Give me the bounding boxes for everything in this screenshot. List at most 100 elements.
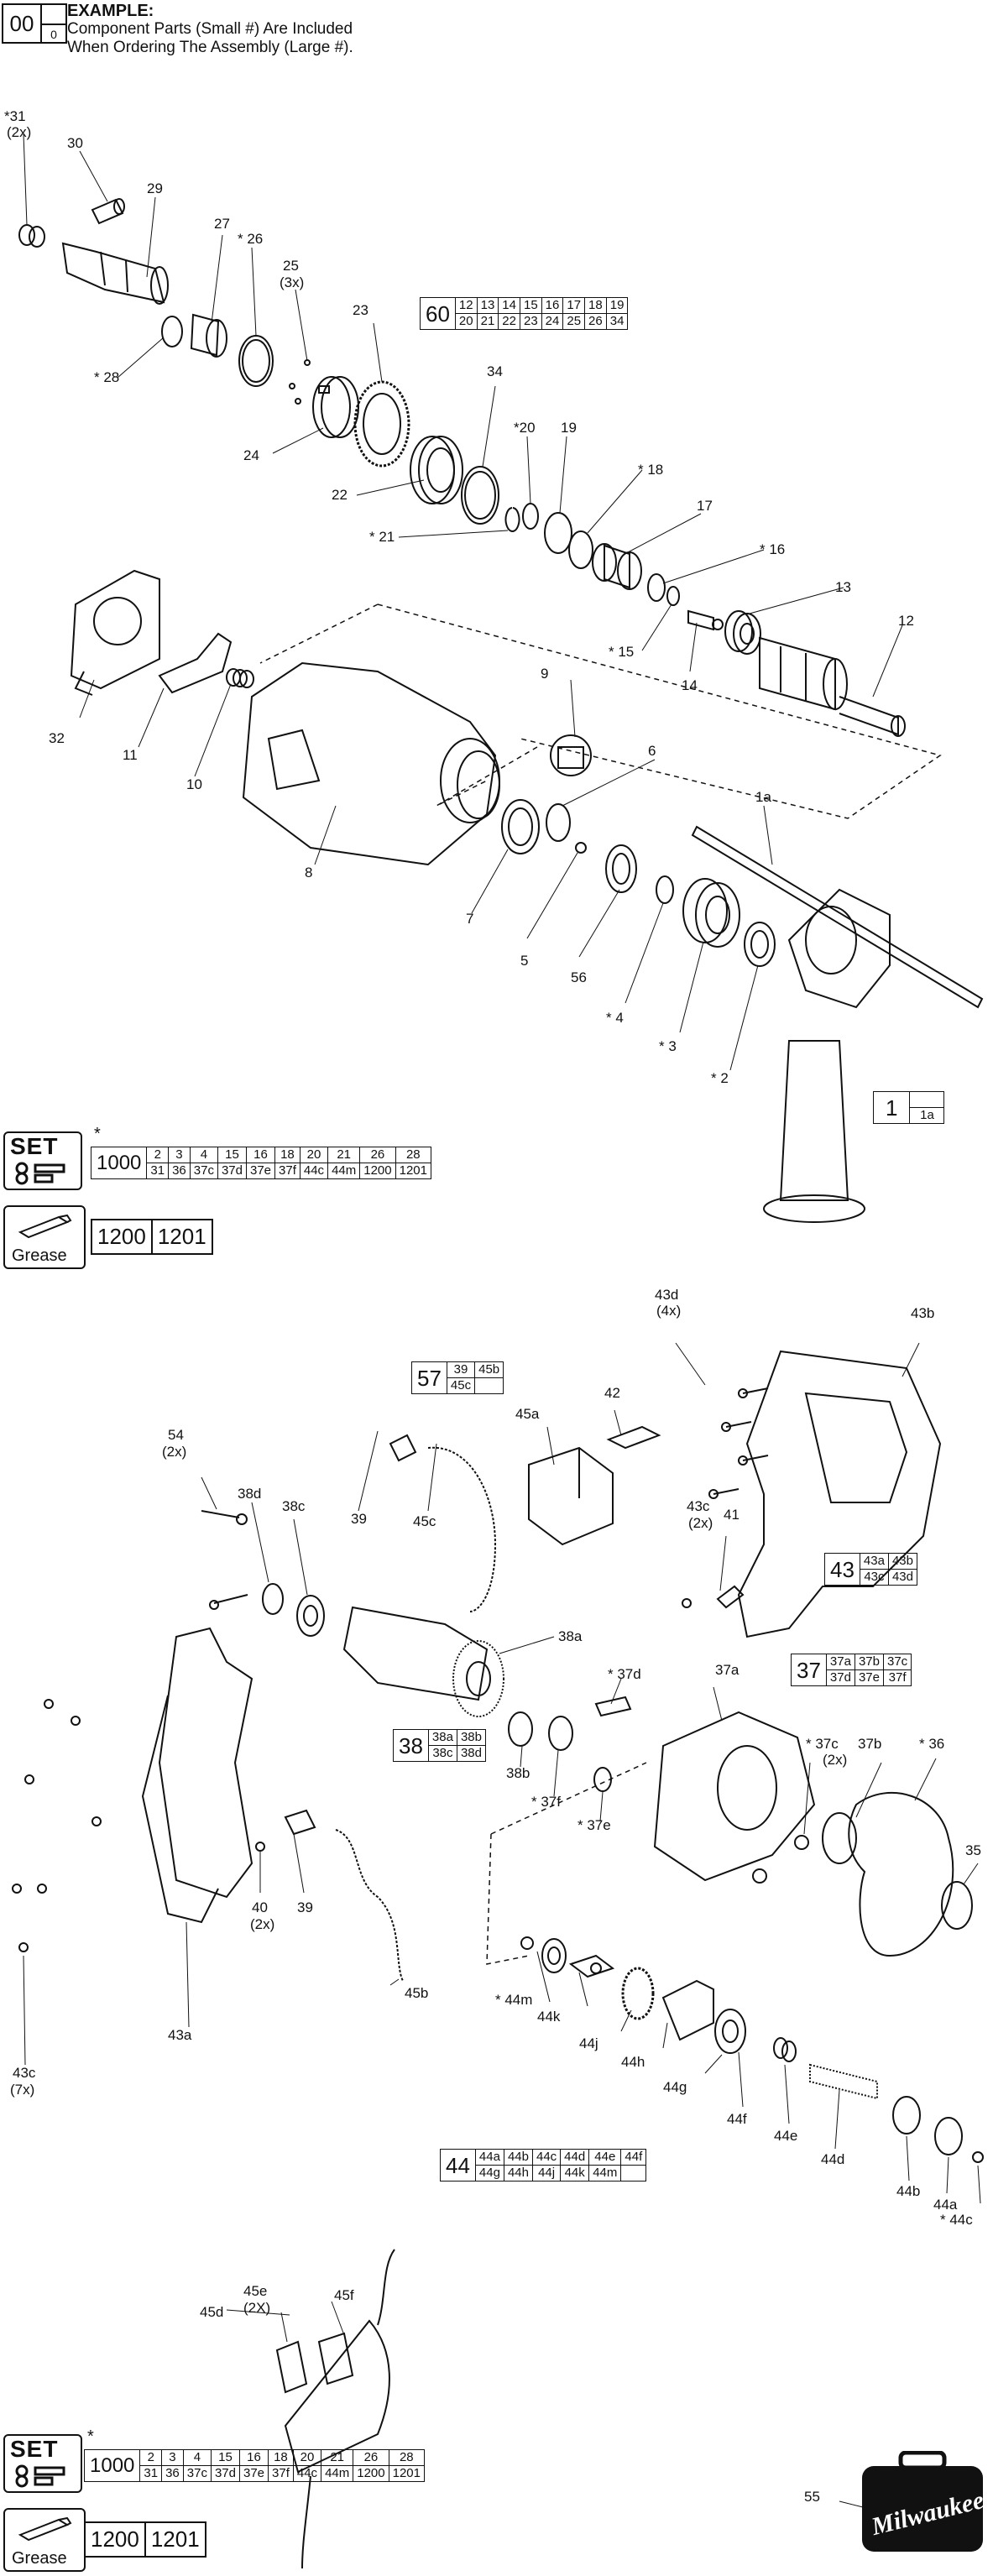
label-29: 29 bbox=[147, 180, 163, 196]
label-37d: * 37d bbox=[608, 1666, 641, 1682]
part-8-gear-housing bbox=[242, 661, 500, 866]
label-6: 6 bbox=[648, 743, 656, 759]
label-43b: 43b bbox=[911, 1305, 934, 1321]
kit-38-cell: 38a bbox=[427, 1729, 457, 1746]
set-kit-cell: 36 bbox=[161, 2465, 184, 2482]
kit-60-cell: 25 bbox=[562, 313, 586, 330]
kit-60-cell: 12 bbox=[454, 297, 478, 314]
label-44b: 44b bbox=[896, 2183, 920, 2199]
part-21 bbox=[504, 507, 520, 532]
label-55: 55 bbox=[804, 2489, 820, 2505]
kit-table-1: 1 1a bbox=[872, 1091, 945, 1124]
label-45d: 45d bbox=[200, 2304, 223, 2320]
label-44d: 44d bbox=[821, 2151, 844, 2167]
part-16 bbox=[647, 573, 666, 602]
grease-label: Grease bbox=[12, 1246, 67, 1265]
label-38a: 38a bbox=[558, 1628, 583, 1644]
label-28: * 28 bbox=[94, 369, 119, 385]
set-label: SET bbox=[10, 1133, 59, 1159]
example-small-number: 0 bbox=[42, 24, 65, 44]
label-37c: * 37c bbox=[806, 1736, 839, 1752]
kit-38-cell: 38c bbox=[427, 1745, 457, 1762]
label-14: 14 bbox=[682, 677, 698, 693]
kit-44-cell: 44k bbox=[560, 2165, 590, 2182]
kit-60-cell: 21 bbox=[476, 313, 499, 330]
grease-number: 1200 bbox=[91, 2526, 139, 2552]
set-kit-cell: 44m bbox=[321, 2465, 354, 2482]
example-title: EXAMPLE: bbox=[67, 2, 154, 20]
part-31-rings bbox=[18, 224, 45, 248]
part-40 bbox=[255, 1842, 265, 1852]
kit-57-cell: 45c bbox=[446, 1377, 476, 1394]
label-20: *20 bbox=[514, 420, 536, 436]
label-24: 24 bbox=[243, 447, 259, 463]
kit-44-cell: 44f bbox=[620, 2149, 647, 2166]
label-39-bottom: 39 bbox=[297, 1899, 313, 1915]
kit-44-cell: 44h bbox=[503, 2165, 533, 2182]
set-star: * bbox=[87, 2427, 94, 2446]
set-kit-cell: 37e bbox=[238, 2465, 269, 2482]
label-38b: 38b bbox=[506, 1765, 530, 1781]
set-kit-cell: 20 bbox=[299, 1147, 329, 1163]
label-36: * 36 bbox=[919, 1736, 944, 1752]
part-2 bbox=[744, 922, 776, 967]
assembly-guide-dashed-bottom bbox=[486, 1762, 647, 1965]
label-42: 42 bbox=[604, 1385, 620, 1401]
label-27: 27 bbox=[214, 216, 230, 232]
label-45e: 45e bbox=[243, 2283, 267, 2299]
label-8: 8 bbox=[305, 865, 312, 880]
kit-44-cell bbox=[620, 2165, 647, 2182]
set-kit-cell: 18 bbox=[268, 2449, 294, 2466]
set-kit-cell: 21 bbox=[327, 1147, 361, 1163]
label-44a: 44a bbox=[933, 2197, 958, 2213]
part-6 bbox=[546, 803, 571, 842]
grease-tube-icon bbox=[18, 1214, 72, 1239]
kit-44-cell: 44a bbox=[474, 2149, 504, 2166]
part-32 bbox=[70, 569, 160, 696]
part-29-tool-holder bbox=[61, 242, 169, 305]
set-kit-cell: 31 bbox=[139, 2465, 163, 2482]
kit-60-cell: 13 bbox=[476, 297, 499, 314]
part-56-inner bbox=[612, 853, 630, 885]
kit-60-cell: 34 bbox=[605, 313, 629, 330]
label-40-qty: (2x) bbox=[250, 1916, 274, 1932]
label-37a: 37a bbox=[715, 1662, 740, 1678]
part-27 bbox=[190, 313, 227, 358]
part-18 bbox=[568, 530, 593, 569]
label-25-qty: (3x) bbox=[280, 274, 304, 290]
label-44c: * 44c bbox=[940, 2212, 973, 2228]
kit-60-cell: 16 bbox=[541, 297, 564, 314]
set-kit-cell: 15 bbox=[217, 1147, 247, 1163]
set-kit-table-top: 1000 2 3 4 15 16 18 20 21 26 28 31 36 37… bbox=[90, 1147, 432, 1179]
kit-37-cell: 37e bbox=[854, 1669, 884, 1686]
label-43d: 43d bbox=[655, 1287, 678, 1303]
label-44k: 44k bbox=[537, 2009, 561, 2025]
example-line-2: When Ordering The Assembly (Large #). bbox=[67, 39, 353, 56]
kit-57-cell: 45b bbox=[474, 1361, 504, 1378]
part-11 bbox=[158, 632, 233, 694]
part-7 bbox=[501, 799, 540, 854]
part-3 bbox=[682, 878, 740, 948]
kit-44-cell: 44c bbox=[531, 2149, 562, 2166]
grease-icon-bottom: Grease bbox=[3, 2508, 86, 2572]
set-kit-cell: 21 bbox=[321, 2449, 354, 2466]
set-kit-cell: 1200 bbox=[353, 2465, 389, 2482]
label-37e: * 37e bbox=[578, 1817, 611, 1833]
label-35: 35 bbox=[965, 1842, 981, 1858]
part-37c-2 bbox=[752, 1868, 767, 1884]
set-kit-cell: 20 bbox=[292, 2449, 322, 2466]
label-43d-qty: (4x) bbox=[656, 1303, 681, 1319]
part-26-inner bbox=[242, 339, 270, 383]
part-2-inner bbox=[750, 930, 769, 959]
kit-37-cell: 37c bbox=[882, 1654, 912, 1670]
label-15: * 15 bbox=[609, 644, 634, 660]
part-45c-wire bbox=[389, 1434, 497, 1612]
kit-37-cell: 37f bbox=[882, 1669, 912, 1686]
set-kit-cell: 2 bbox=[146, 1147, 170, 1163]
label-43a: 43a bbox=[168, 2027, 192, 2043]
label-16: * 16 bbox=[760, 541, 785, 557]
label-31: *31 bbox=[4, 108, 26, 124]
part-43c-right bbox=[682, 1598, 692, 1608]
kit-table-60: 60 12 13 14 15 16 17 18 19 20 21 22 23 2… bbox=[420, 297, 629, 330]
part-45a-switch bbox=[528, 1446, 614, 1546]
